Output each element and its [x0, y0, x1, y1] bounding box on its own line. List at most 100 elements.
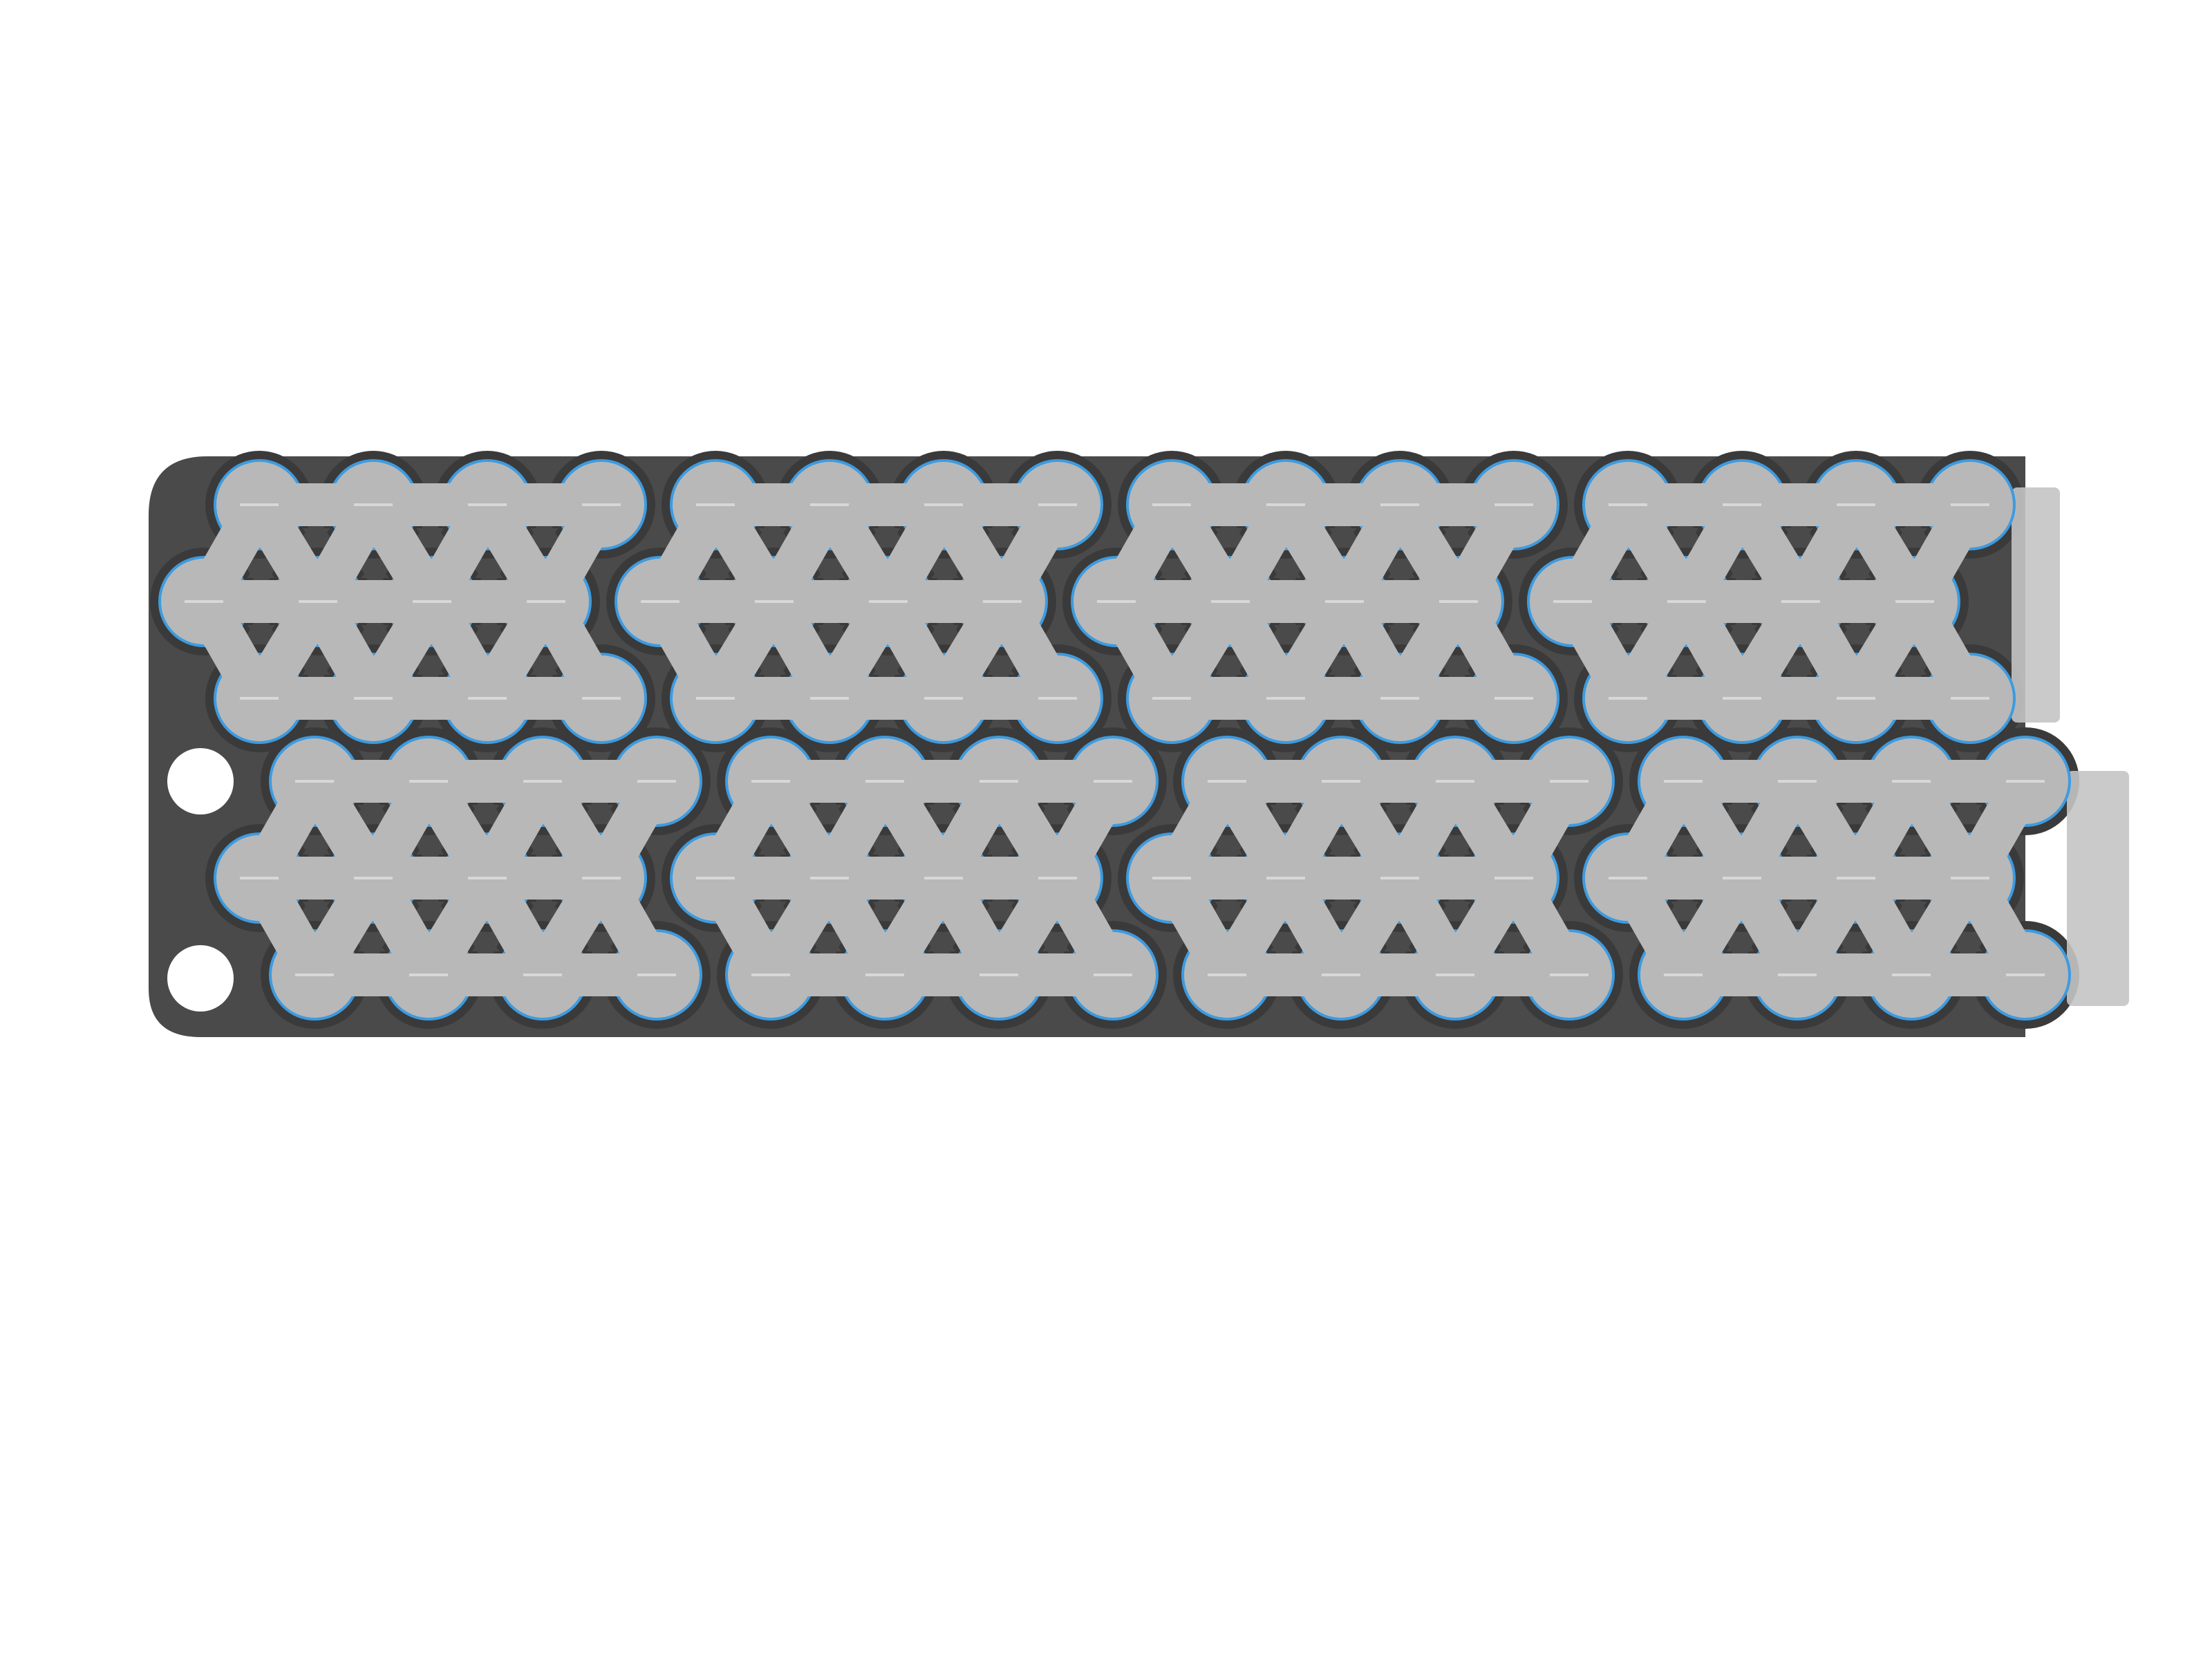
strip-cutout: [530, 835, 559, 855]
strip-cutout: [585, 932, 614, 951]
strip-cutout: [931, 559, 959, 578]
strip-cutout: [758, 655, 787, 675]
strip-cutout: [1726, 805, 1754, 824]
terminal-tabs: [2012, 487, 2129, 1006]
strip-cutout: [1899, 902, 1927, 921]
strip-cutout: [1844, 625, 1872, 644]
strip-cutout: [1443, 902, 1471, 921]
strip-cutout: [817, 625, 845, 644]
strip-cutout: [1671, 835, 1699, 855]
strip-cutout: [986, 835, 1015, 855]
strip-cutout: [1443, 528, 1471, 548]
nickel-strip-icon: [1530, 462, 2013, 741]
strip-cutout: [1215, 835, 1243, 855]
strip-cutout: [361, 559, 389, 578]
strip-cutout: [1844, 559, 1872, 578]
strip-cutout: [872, 528, 901, 548]
strip-cutout: [1042, 932, 1070, 951]
nickel-strip-icon: [673, 738, 1156, 1018]
strip-cutout: [1899, 835, 1927, 855]
strip-cutout: [1329, 835, 1357, 855]
strip-cutout: [1730, 559, 1758, 578]
strip-cutout: [1443, 655, 1471, 675]
strip-cutout: [928, 805, 956, 824]
strip-cutout: [416, 835, 444, 855]
strip-cutout: [872, 835, 901, 855]
strip-cutout: [1899, 528, 1927, 548]
strip-cutout: [1840, 805, 1868, 824]
strip-cutout: [814, 932, 842, 951]
strip-cutout: [758, 835, 787, 855]
strip-cutout: [302, 528, 330, 548]
strip-cutout: [1671, 902, 1699, 921]
strip-cutout: [817, 559, 845, 578]
strip-cutout: [1954, 932, 1983, 951]
mounting-hole-icon: [167, 945, 234, 1012]
strip-cutout: [1215, 655, 1243, 675]
strip-cutout: [986, 902, 1015, 921]
strip-cutout: [814, 805, 842, 824]
strip-cutout: [475, 625, 503, 644]
strip-cutout: [703, 625, 731, 644]
strip-cutout: [1785, 528, 1813, 548]
strip-cutout: [530, 655, 559, 675]
strip-cutout: [1671, 655, 1699, 675]
strip-cutout: [1730, 625, 1758, 644]
strip-cutout: [1273, 625, 1302, 644]
strip-cutout: [1785, 655, 1813, 675]
strip-cutout: [302, 902, 330, 921]
terminal-tab-icon: [2012, 487, 2060, 723]
mounting-holes: [167, 748, 234, 1012]
strip-cutout: [247, 625, 275, 644]
nickel-strip-icon: [161, 462, 644, 741]
strip-cutout: [1785, 902, 1813, 921]
strip-cutout: [986, 655, 1015, 675]
strip-cutout: [1387, 559, 1416, 578]
strip-cutout: [1498, 805, 1526, 824]
strip-cutout: [1273, 559, 1302, 578]
strip-cutout: [703, 559, 731, 578]
strip-cutout: [1387, 625, 1416, 644]
strip-cutout: [1615, 559, 1644, 578]
strip-cutout: [585, 805, 614, 824]
strip-cutout: [471, 932, 500, 951]
strip-cutout: [1615, 625, 1644, 644]
strip-cutout: [1270, 805, 1298, 824]
nickel-strip-icon: [1129, 738, 1612, 1018]
strip-cutout: [1840, 932, 1868, 951]
strip-cutout: [872, 655, 901, 675]
strip-cutout: [928, 932, 956, 951]
strip-cutout: [1726, 932, 1754, 951]
strip-cutout: [1671, 528, 1699, 548]
strip-cutout: [416, 655, 444, 675]
nickel-strip-array: [161, 462, 2068, 1018]
strip-cutout: [302, 835, 330, 855]
strip-cutout: [361, 625, 389, 644]
strip-cutout: [357, 805, 386, 824]
strip-cutout: [1954, 805, 1983, 824]
strip-cutout: [1899, 655, 1927, 675]
strip-cutout: [530, 528, 559, 548]
strip-cutout: [1785, 835, 1813, 855]
strip-cutout: [1159, 625, 1188, 644]
strip-cutout: [475, 559, 503, 578]
strip-cutout: [986, 528, 1015, 548]
nickel-strip-icon: [216, 738, 700, 1018]
strip-cutout: [1215, 902, 1243, 921]
strip-cutout: [530, 902, 559, 921]
strip-cutout: [247, 559, 275, 578]
strip-cutout: [758, 902, 787, 921]
strip-cutout: [471, 805, 500, 824]
strip-cutout: [1384, 805, 1412, 824]
strip-cutout: [1443, 835, 1471, 855]
strip-cutout: [931, 625, 959, 644]
mounting-hole-icon: [167, 748, 234, 814]
strip-cutout: [416, 528, 444, 548]
strip-cutout: [1329, 528, 1357, 548]
strip-cutout: [1215, 528, 1243, 548]
strip-cutout: [1042, 805, 1070, 824]
nickel-strip-icon: [617, 462, 1100, 741]
strip-cutout: [1270, 932, 1298, 951]
nickel-strip-icon: [1074, 462, 1557, 741]
